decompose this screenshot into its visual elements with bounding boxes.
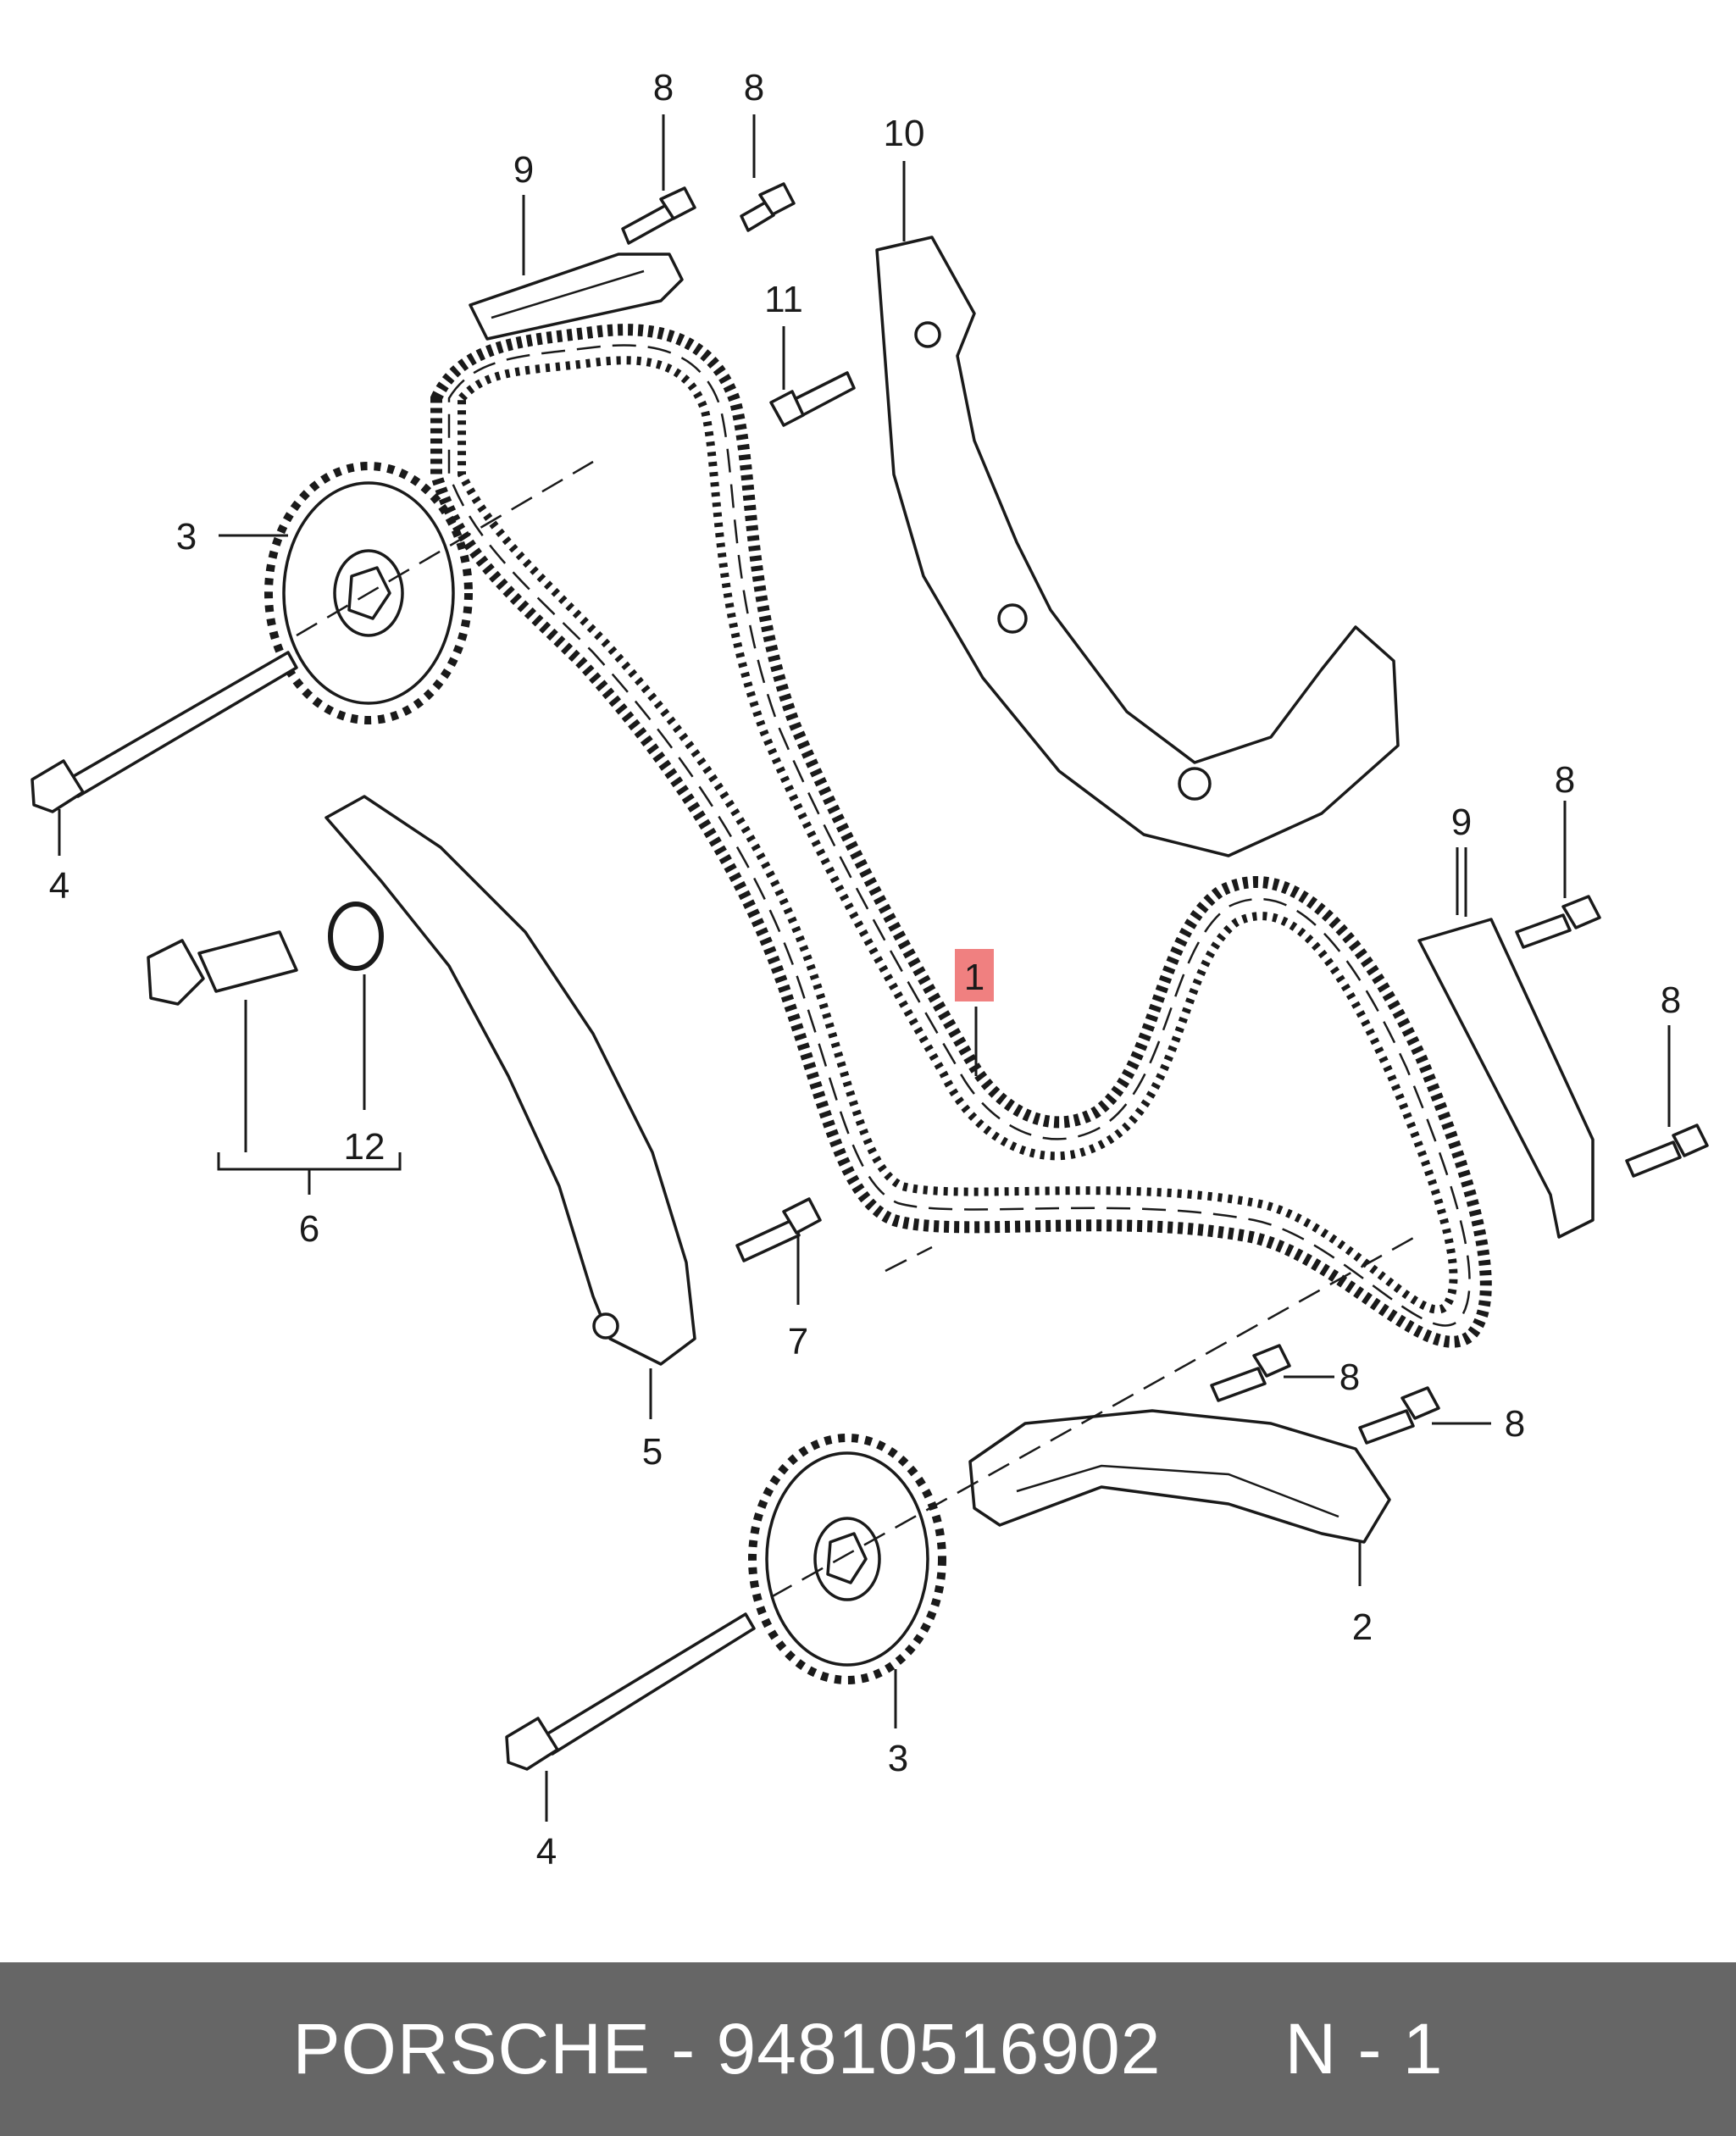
callout-8-lower-left: 8 [1339,1356,1360,1398]
callout-6: 6 [299,1208,319,1250]
callout-2: 2 [1352,1606,1373,1648]
footer-gap [1161,2008,1284,2090]
guide-9-right [1417,918,1595,1239]
callout-10: 10 [884,113,925,154]
callout-11: 11 [764,279,803,320]
chain-tensioner-6 [147,902,384,1006]
camshaft-sprocket-lower [748,1434,946,1684]
callout-4-lower: 4 [536,1831,557,1872]
tensioner-rail-5 [324,795,696,1366]
footer-text: PORSCHE - 94810516902 N - 1 [0,1962,1736,2136]
guide-rail-2 [968,1409,1391,1544]
bolt-lower [505,1612,756,1771]
callout-12: 12 [344,1126,385,1168]
callout-4-upper: 4 [49,865,69,907]
callout-5: 5 [642,1431,663,1473]
callout-8-right-lower: 8 [1661,979,1681,1021]
guide-rail-10 [875,236,1400,857]
footer-bar: PORSCHE - 94810516902 N - 1 [0,1962,1736,2136]
callout-3-upper: 3 [176,516,197,558]
callout-8-top-left: 8 [653,67,674,108]
footer-part-number: 94810516902 [716,2009,1162,2089]
footer-position: N - 1 [1284,2009,1444,2089]
callout-8-top-right: 8 [744,67,764,108]
leader-lines [58,114,1671,1822]
bolts-8-lower [1210,1344,1440,1445]
callout-1-highlight [955,949,994,1001]
bolts-8-right [1515,895,1709,1178]
guide-9-upper [469,252,684,341]
bolts-8-upper [621,182,796,245]
callout-9-upper: 9 [513,149,534,191]
timing-chain [430,324,1492,1348]
callout-8-lower-right: 8 [1505,1403,1525,1445]
callout-9-right: 9 [1451,802,1472,843]
footer-separator: - [650,2009,717,2089]
bolt-11 [769,371,856,427]
callout-3-lower: 3 [888,1738,908,1779]
footer-brand: PORSCHE [292,2009,651,2089]
callout-7: 7 [788,1321,808,1362]
timing-chain-diagram: 1 2 3 3 4 4 5 6 7 8 8 8 8 8 8 9 9 10 11 … [31,67,1709,1872]
callout-8-right-upper: 8 [1555,759,1575,801]
bolt-upper [31,651,298,813]
callout-1: 1 [964,957,984,998]
bolt-7 [735,1197,822,1262]
